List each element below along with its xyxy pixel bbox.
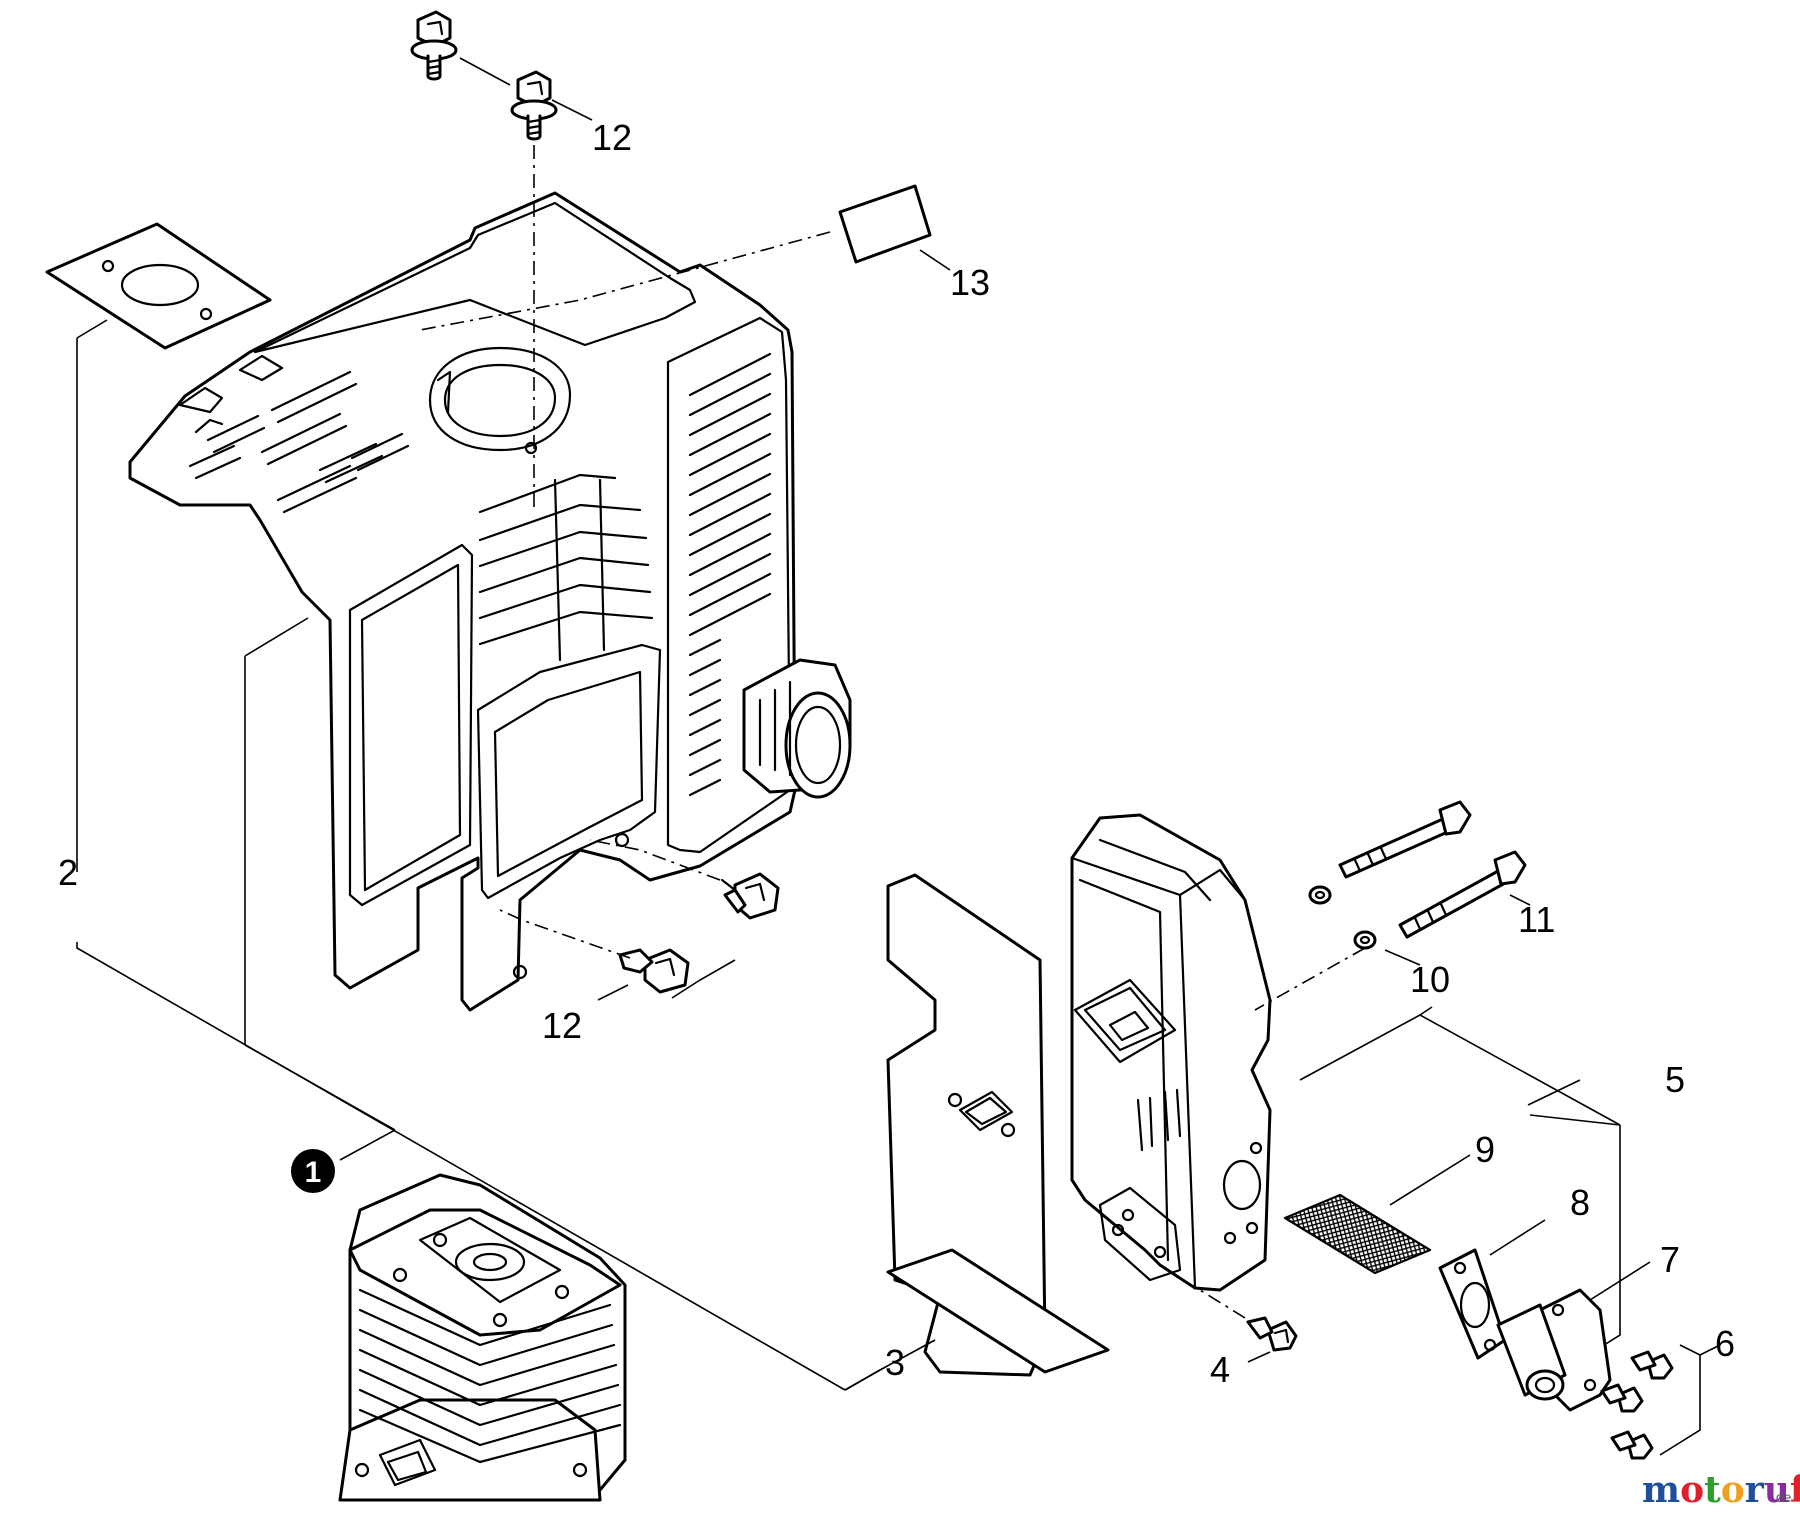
heat-shield-plate: [886, 873, 1110, 1377]
long-bolt-2: [1398, 850, 1527, 939]
top-screw-1: [410, 10, 458, 81]
top-cooling-slots: [178, 354, 410, 514]
top-gasket: [45, 222, 272, 350]
spark-arrestor-screen: [1283, 1193, 1432, 1275]
callout-11: 11: [1518, 899, 1555, 940]
callout-7: 7: [1660, 1239, 1680, 1280]
logo-letter-f: f: [1790, 1469, 1800, 1511]
outlet-screw-2: [1600, 1383, 1644, 1413]
mid-screw-1: [720, 872, 780, 920]
long-bolt-1: [1338, 800, 1472, 879]
logo-suffix: .de: [1772, 1489, 1792, 1505]
outlet-screw-3: [1610, 1430, 1654, 1460]
svg-text:motoruf: motoruf: [1642, 1469, 1800, 1511]
callout-12-mid: 12: [542, 1005, 582, 1046]
cylinder-shroud: [128, 191, 852, 1012]
callout-3: 3: [885, 1342, 905, 1383]
washer-1: [1308, 885, 1332, 905]
top-screw-2: [510, 70, 558, 141]
logo-letter-r: r: [1745, 1469, 1765, 1511]
callout-10: 10: [1410, 959, 1450, 1000]
callout-13: 13: [950, 262, 990, 303]
exhaust-gasket: [1438, 1248, 1507, 1360]
muffler-body: [1070, 813, 1272, 1292]
outlet-screw-1: [1630, 1350, 1674, 1380]
logo-letter-o1: o: [1680, 1469, 1704, 1511]
spark-plug-boss: [742, 658, 852, 799]
logo-letter-m: m: [1642, 1469, 1680, 1511]
washer-2: [1353, 930, 1377, 950]
callout-12-top: 12: [592, 117, 632, 158]
callout-2: 2: [58, 852, 78, 893]
callout-4: 4: [1210, 1349, 1230, 1390]
warning-label-decal: [838, 184, 932, 264]
callout-8: 8: [1570, 1182, 1590, 1223]
motoruf-logo: motoruf .de: [1642, 1469, 1800, 1511]
callout-9: 9: [1475, 1129, 1495, 1170]
assembly-boundary-lines: [76, 319, 881, 1391]
muffler-screw: [1246, 1316, 1298, 1352]
callout-5: 5: [1665, 1059, 1685, 1100]
engine-cylinder: [338, 1173, 627, 1502]
callout-6: 6: [1715, 1323, 1735, 1364]
side-cooling-slots: [688, 352, 772, 797]
screw-pair-line-top: [459, 57, 511, 86]
mid-screw-2: [618, 948, 690, 994]
logo-letter-u: u: [1764, 1469, 1790, 1511]
part-1-badge: 1: [291, 1149, 335, 1193]
exhaust-outlet-pipe: [1496, 1288, 1612, 1412]
logo-letter-t: t: [1704, 1469, 1721, 1511]
logo-letter-o2: o: [1721, 1469, 1745, 1511]
callout-labels: 2 3 4 5 6 7 8 9 10 11 12 12 13: [58, 117, 1735, 1390]
callout-1: 1: [305, 1156, 322, 1189]
cylinder-fins: [478, 473, 654, 662]
